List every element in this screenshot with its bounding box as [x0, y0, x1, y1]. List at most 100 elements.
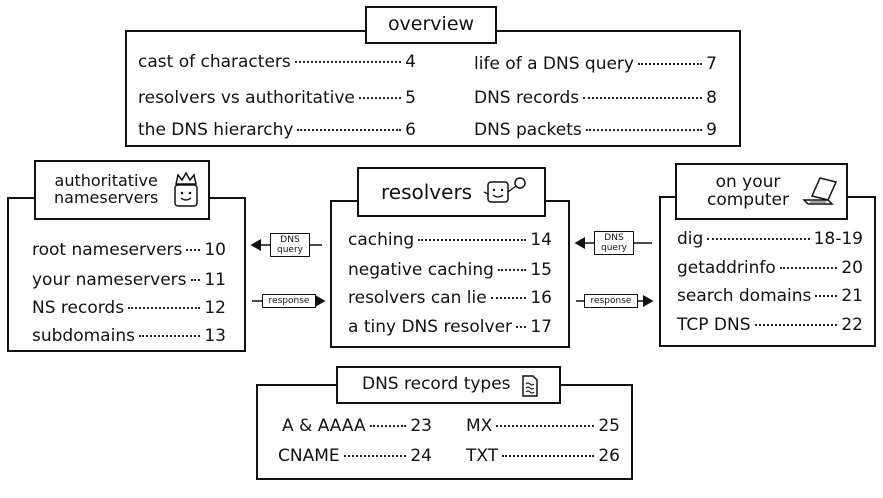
toc-entry[interactable]: resolvers vs authoritative 5: [138, 88, 416, 108]
leader-dots: [754, 324, 838, 326]
overview-title-text: overview: [387, 13, 475, 36]
response-label: response: [262, 294, 316, 308]
entry-page: 20: [841, 258, 863, 278]
entry-page: 5: [405, 88, 416, 108]
entry-label: search domains: [677, 286, 812, 306]
entry-page: 6: [405, 120, 416, 140]
query-label-line1: DNS: [280, 235, 300, 245]
toc-entry[interactable]: caching 14: [348, 230, 552, 250]
toc-entry[interactable]: search domains 21: [677, 286, 863, 306]
response-label: response: [584, 294, 638, 308]
entry-page: 13: [204, 326, 226, 346]
leader-dots: [490, 297, 527, 299]
leader-dots: [496, 425, 595, 427]
response-label-text: response: [268, 296, 310, 306]
toc-entry[interactable]: CNAME 24: [278, 446, 432, 466]
entry-page: 24: [410, 446, 432, 466]
entry-label: your nameservers: [32, 270, 187, 290]
record-types-title: DNS record types: [336, 366, 561, 404]
resolvers-box: [330, 200, 570, 348]
entry-label: CNAME: [278, 446, 340, 466]
leader-dots: [707, 238, 810, 240]
entry-page: 26: [598, 446, 620, 466]
toc-entry[interactable]: dig 18-19: [677, 229, 863, 249]
entry-page: 23: [410, 416, 432, 436]
toc-entry[interactable]: getaddrinfo 20: [677, 258, 863, 278]
leader-dots: [637, 63, 703, 65]
entry-page: 17: [530, 317, 552, 337]
entry-page: 7: [706, 54, 717, 74]
toc-entry[interactable]: life of a DNS query 7: [474, 54, 717, 74]
toc-entry[interactable]: negative caching 15: [348, 260, 552, 280]
toc-entry[interactable]: resolvers can lie 16: [348, 288, 552, 308]
entry-label: subdomains: [32, 326, 135, 346]
leader-dots: [583, 97, 703, 99]
leader-dots: [502, 455, 595, 457]
entry-label: cast of characters: [138, 52, 291, 72]
toc-entry[interactable]: TXT 26: [466, 446, 620, 466]
dns-query-label: DNS query: [594, 231, 634, 255]
entry-page: 9: [706, 120, 717, 140]
toc-entry[interactable]: root nameservers 10: [32, 240, 226, 260]
leader-dots: [297, 129, 402, 131]
entry-page: 14: [530, 230, 552, 250]
entry-label: a tiny DNS resolver: [348, 317, 513, 337]
toc-entry[interactable]: NS records 12: [32, 298, 226, 318]
query-label-line2: query: [277, 245, 303, 255]
resolvers-title: resolvers: [357, 167, 546, 217]
entry-page: 8: [706, 88, 717, 108]
entry-label: resolvers vs authoritative: [138, 88, 355, 108]
toc-entry[interactable]: cast of characters 4: [138, 52, 416, 72]
leader-dots: [294, 61, 402, 63]
entry-label: root nameservers: [32, 240, 183, 260]
leader-dots: [585, 129, 703, 131]
toc-entry[interactable]: a tiny DNS resolver 17: [348, 317, 552, 337]
entry-label: caching: [348, 230, 415, 250]
document-icon: [522, 375, 538, 397]
toc-entry[interactable]: TCP DNS 22: [677, 315, 863, 335]
query-label-line2: query: [601, 243, 627, 253]
dns-query-label: DNS query: [270, 233, 310, 257]
smiley-magnifier-icon: [483, 177, 526, 203]
authoritative-title: authoritative nameservers: [34, 160, 210, 220]
leader-dots: [516, 326, 527, 328]
query-label-line1: DNS: [604, 233, 624, 243]
authoritative-title-line1: authoritative: [54, 171, 158, 191]
laptop-icon: [802, 177, 838, 205]
entry-label: getaddrinfo: [677, 258, 776, 278]
resolvers-title-text: resolvers: [381, 179, 473, 204]
entry-page: 22: [841, 315, 863, 335]
toc-entry[interactable]: DNS packets 9: [474, 120, 717, 140]
entry-page: 10: [204, 240, 226, 260]
leader-dots: [190, 279, 201, 281]
entry-page: 18-19: [813, 229, 863, 249]
entry-label: NS records: [32, 298, 125, 318]
toc-entry[interactable]: your nameservers 11: [32, 270, 226, 290]
leader-dots: [418, 239, 527, 241]
computer-title-line2: computer: [707, 189, 789, 210]
toc-entry[interactable]: A & AAAA 23: [282, 416, 432, 436]
entry-label: DNS packets: [474, 120, 582, 140]
leader-dots: [815, 295, 838, 297]
overview-title: overview: [365, 6, 497, 44]
leader-dots: [186, 249, 201, 251]
leader-dots: [138, 335, 201, 337]
response-label-text: response: [590, 296, 632, 306]
entry-label: negative caching: [348, 260, 494, 280]
toc-entry[interactable]: DNS records 8: [474, 88, 717, 108]
entry-page: 11: [204, 270, 226, 290]
entry-label: the DNS hierarchy: [138, 120, 294, 140]
leader-dots: [343, 455, 407, 457]
authoritative-title-line2: nameservers: [54, 188, 159, 207]
leader-dots: [128, 307, 201, 309]
toc-entry[interactable]: MX 25: [466, 416, 620, 436]
entry-page: 25: [598, 416, 620, 436]
entry-label: life of a DNS query: [474, 54, 634, 74]
toc-entry[interactable]: subdomains 13: [32, 326, 226, 346]
authoritative-box: [7, 197, 246, 352]
entry-label: A & AAAA: [282, 416, 366, 436]
entry-page: 12: [204, 298, 226, 318]
toc-entry[interactable]: the DNS hierarchy 6: [138, 120, 416, 140]
crowned-smiley-icon: [174, 171, 198, 207]
